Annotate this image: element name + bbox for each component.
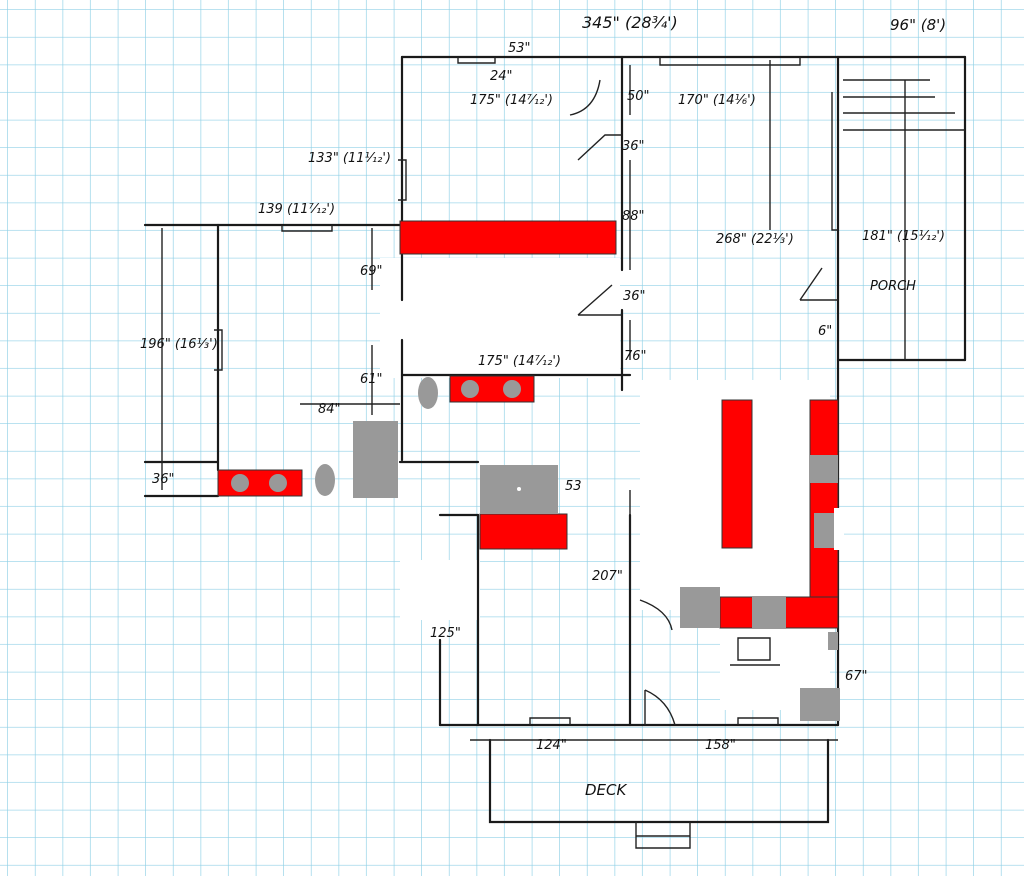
shower: [353, 421, 398, 498]
room-label: 170" (14⅙'): [678, 93, 756, 108]
dimension-labels: 345" (28¾') 96" (8') 53" 24" 175" (14⁷⁄₁…: [140, 13, 946, 799]
erased-areas: [380, 258, 830, 710]
room-label: 175" (14⁷⁄₁₂'): [470, 93, 553, 108]
dim-label: 139 (11⁷⁄₁₂'): [258, 202, 335, 217]
dim-label: 196" (16⅓'): [140, 337, 218, 352]
cabinet-sink-left: [217, 469, 303, 497]
dim-label: 124": [536, 738, 567, 753]
sink-basin-icon: [269, 474, 287, 492]
dim-label: 6": [818, 324, 832, 339]
toilet-icon: [418, 377, 438, 409]
appliances: [231, 377, 844, 721]
cabinet-island: [721, 399, 753, 549]
dim-label: 36": [623, 289, 646, 304]
dim-label: 69": [360, 264, 383, 279]
porch-label: PORCH: [870, 279, 916, 294]
appliance: [680, 587, 720, 628]
dishwasher: [752, 597, 786, 628]
cabinet-top-counter: [399, 220, 617, 255]
appliance: [800, 688, 840, 721]
overall-width-label: 345" (28¾'): [582, 13, 678, 32]
dim-label: 53": [508, 41, 531, 56]
dim-label: 36": [622, 139, 645, 154]
dim-label: 76": [624, 349, 647, 364]
dim-label: 67": [845, 669, 868, 684]
dim-label: 268" (22⅓'): [716, 232, 794, 247]
sink-basin-icon: [231, 474, 249, 492]
dim-label: 84": [318, 402, 341, 417]
dim-label: 158": [705, 738, 736, 753]
dim-label: 125": [430, 626, 461, 641]
deck-label: DECK: [585, 781, 628, 799]
dim-label: 36": [152, 472, 175, 487]
porch-width-label: 96" (8'): [890, 16, 946, 34]
dim-label: 50": [627, 89, 650, 104]
appliance: [810, 455, 838, 483]
dim-label: 133" (11¹⁄₁₂'): [308, 151, 391, 166]
cabinet-middle: [479, 513, 568, 550]
dim-label: 88": [622, 209, 645, 224]
dim-label: 53: [565, 479, 582, 494]
dim-label: 181" (15¹⁄₁₂'): [862, 229, 945, 244]
room-label: 175" (14⁷⁄₁₂'): [478, 354, 561, 369]
sink-basin-icon: [461, 380, 479, 398]
toilet-icon: [315, 464, 335, 496]
dim-label: 207": [592, 569, 623, 584]
appliance: [828, 632, 838, 650]
sink-basin-icon: [503, 380, 521, 398]
dim-label: 24": [490, 69, 513, 84]
dim-label: 61": [360, 372, 383, 387]
